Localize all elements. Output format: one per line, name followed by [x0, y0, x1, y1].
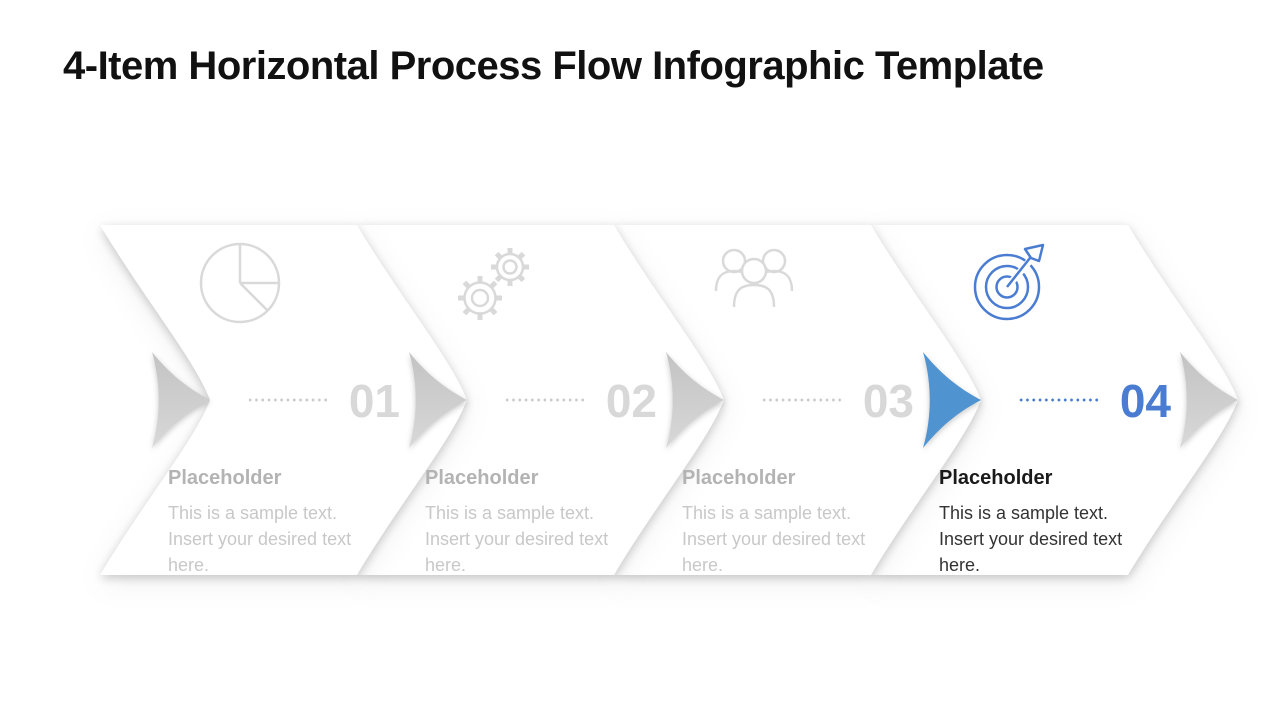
- step-heading: Placeholder: [425, 467, 539, 489]
- flow-arrow-2: [409, 352, 467, 448]
- process-step-4: 04 Placeholder This is a sample text. In…: [939, 225, 1171, 575]
- step-number: 04: [1119, 375, 1171, 427]
- step-number: 03: [862, 375, 914, 427]
- dotted-connector: [504, 398, 586, 402]
- step-number: 02: [605, 375, 657, 427]
- step-body-text: This is a sample text. Insert your desir…: [939, 503, 1123, 575]
- step-number: 01: [348, 375, 400, 427]
- step-heading: Placeholder: [682, 467, 796, 489]
- step-body-text: This is a sample text. Insert your desir…: [425, 503, 609, 575]
- process-step-3: 03 Placeholder This is a sample text. In…: [682, 225, 914, 575]
- flow-arrow-1: [152, 352, 210, 448]
- flow-arrow-5: [1180, 352, 1238, 448]
- step-heading: Placeholder: [939, 467, 1053, 489]
- dotted-connector: [761, 398, 843, 402]
- team-icon: [712, 241, 796, 325]
- flow-arrow-4-active: [923, 352, 981, 448]
- gears-icon: [455, 241, 539, 325]
- pie-chart-icon: [198, 241, 282, 325]
- step-body-text: This is a sample text. Insert your desir…: [168, 503, 352, 575]
- slide-title: 4-Item Horizontal Process Flow Infograph…: [63, 44, 1044, 88]
- process-step-1: 01 Placeholder This is a sample text. In…: [168, 225, 400, 575]
- target-arrow-icon: [969, 241, 1053, 325]
- dotted-connector: [1018, 398, 1100, 402]
- step-heading: Placeholder: [168, 467, 282, 489]
- process-step-2: 02 Placeholder This is a sample text. In…: [425, 225, 657, 575]
- step-body-text: This is a sample text. Insert your desir…: [682, 503, 866, 575]
- flow-arrow-3: [666, 352, 724, 448]
- dotted-connector: [247, 398, 329, 402]
